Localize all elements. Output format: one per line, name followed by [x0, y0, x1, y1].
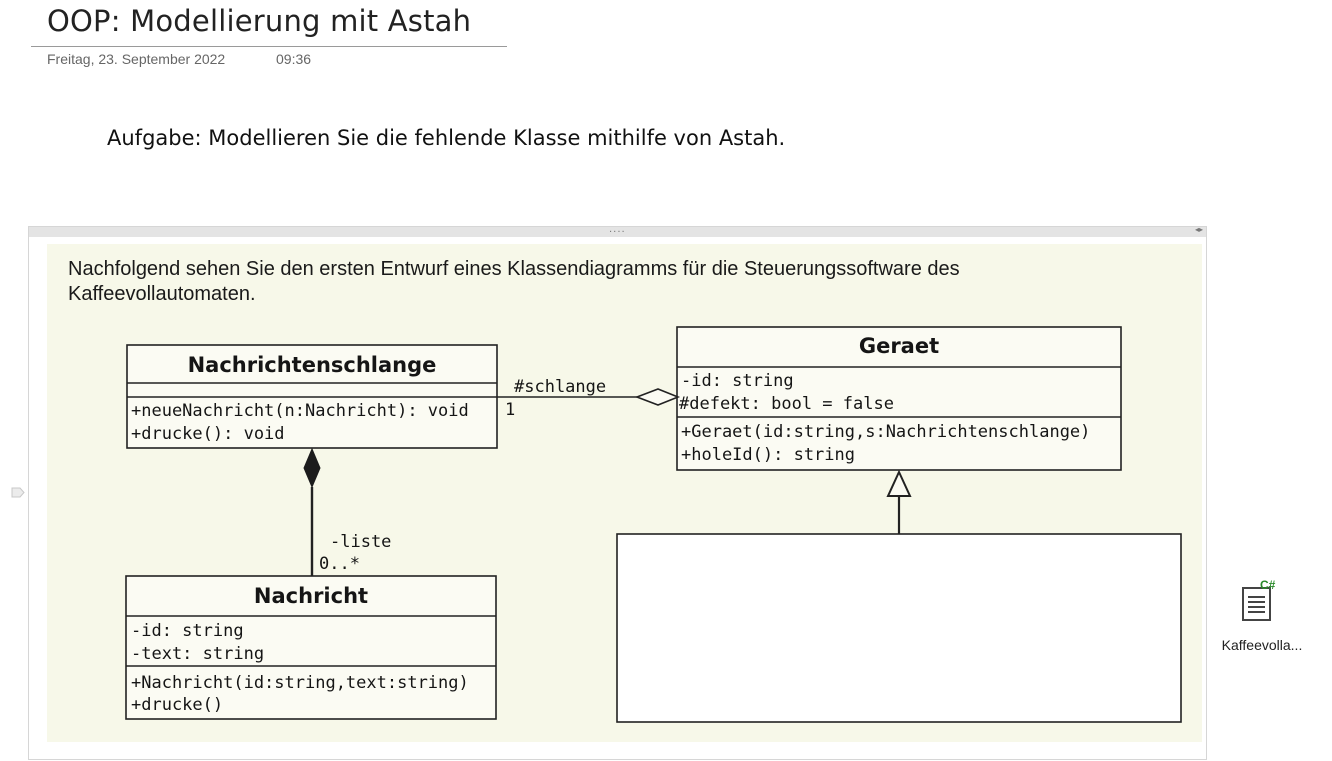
- class-name-nachrichtenschlange: Nachrichtenschlange: [188, 353, 437, 377]
- intro-line-2: Kaffeevollautomaten.: [68, 283, 256, 305]
- embed-scroll-arrows-icon[interactable]: ◂▸: [1194, 225, 1203, 234]
- method-drucke: +drucke(): [131, 695, 223, 715]
- generalization-geraet: [886, 469, 912, 534]
- page-title: OOP: Modellierung mit Astah: [47, 4, 472, 38]
- embed-resize-bar[interactable]: .... ◂▸: [29, 224, 1206, 237]
- class-name-nachricht: Nachricht: [254, 584, 368, 608]
- method-nachricht-constructor: +Nachricht(id:string,text:string): [131, 673, 469, 693]
- embed-grip-handle[interactable]: ....: [609, 224, 626, 235]
- attribute-defekt: #defekt: bool = false: [679, 394, 894, 414]
- class-diagram-image: Nachfolgend sehen Sie den ersten Entwurf…: [47, 244, 1202, 742]
- method-hole-id: +holeId(): string: [681, 445, 855, 465]
- task-text: Aufgabe: Modellieren Sie die fehlende Kl…: [107, 126, 786, 150]
- page-date: Freitag, 23. September 2022: [47, 51, 226, 67]
- uml-diagram: Nachrichtenschlange +neueNachricht(n:Nac…: [125, 326, 1182, 723]
- attribute-text: -text: string: [131, 644, 264, 664]
- page-time: 09:36: [276, 51, 312, 67]
- aggregation-schlange: #schlange 1: [497, 377, 681, 420]
- csharp-badge: C#: [1260, 578, 1276, 592]
- attribute-id: -id: string: [131, 621, 244, 641]
- class-geraet: Geraet -id: string #defekt: bool = false…: [676, 326, 1122, 471]
- csharp-file-icon[interactable]: C#: [1240, 578, 1276, 622]
- class-nachricht: Nachricht -id: string -text: string +Nac…: [125, 575, 497, 720]
- paragraph-marker-icon[interactable]: [11, 487, 25, 498]
- method-geraet-constructor: +Geraet(id:string,s:Nachrichtenschlange): [681, 422, 1090, 442]
- class-name-geraet: Geraet: [859, 334, 939, 358]
- diagram-intro-text: Nachfolgend sehen Sie den ersten Entwurf…: [68, 257, 1168, 307]
- multiplicity-schlange: 1: [505, 400, 515, 420]
- missing-class-placeholder: [616, 533, 1182, 723]
- embedded-image-container[interactable]: .... ◂▸ Nachfolgend sehen Sie den ersten…: [28, 224, 1207, 760]
- role-schlange: #schlange: [514, 377, 606, 397]
- intro-line-1: Nachfolgend sehen Sie den ersten Entwurf…: [68, 258, 960, 280]
- attachment-label[interactable]: Kaffeevolla...: [1221, 637, 1303, 653]
- multiplicity-liste: 0..*: [319, 554, 360, 574]
- class-nachrichtenschlange: Nachrichtenschlange +neueNachricht(n:Nac…: [126, 344, 498, 449]
- method-neue-nachricht: +neueNachricht(n:Nachricht): void: [131, 401, 469, 421]
- method-drucke: +drucke(): void: [131, 424, 285, 444]
- attachment-kaffeevollautomat[interactable]: C# Kaffeevolla...: [1212, 578, 1312, 660]
- role-liste: -liste: [330, 532, 391, 552]
- attribute-id: -id: string: [681, 371, 794, 391]
- title-divider: [31, 46, 507, 47]
- composition-liste: -liste 0..*: [303, 447, 391, 576]
